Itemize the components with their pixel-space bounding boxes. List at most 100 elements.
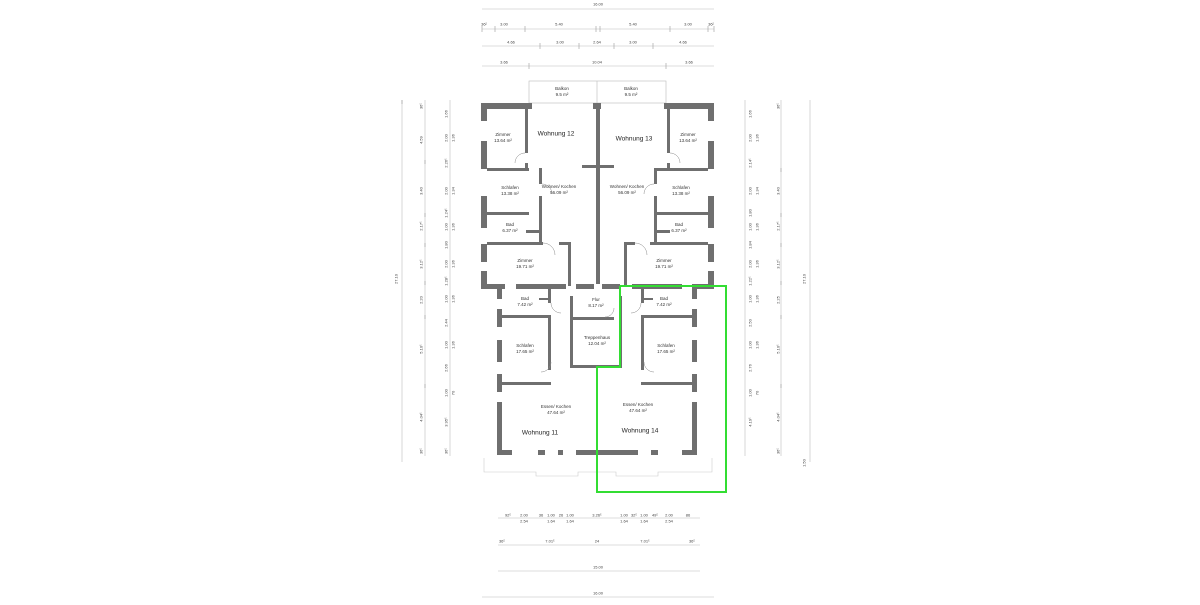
dimension-label: 36⁵ (443, 447, 449, 455)
dimension-label: 1.64 (547, 518, 555, 524)
dimension-label: 2.44 (443, 319, 449, 327)
dimension-label: 1.00 (747, 389, 753, 397)
dimension-label: 24 (594, 538, 600, 544)
dimension-label: 5.40 (555, 21, 563, 27)
dimension-label: 3.12⁵ (775, 259, 781, 269)
walls (481, 103, 714, 455)
room-name: Bad (505, 222, 515, 228)
dimension-label: 92⁵ (504, 512, 512, 518)
dimension-label: 3.26⁵ (592, 512, 602, 518)
dimension-label: 2.17⁵ (418, 221, 424, 231)
dimension-label: 4.19⁵ (747, 417, 753, 427)
room-name: Schlafen (516, 343, 534, 349)
dimension-label: 2.00 (747, 134, 753, 142)
room-area: 6.37 m² (502, 228, 518, 233)
room-name: Bad (659, 296, 669, 302)
dimension-label: 1.36 (754, 295, 760, 303)
dimension-label: 7.01⁵ (640, 538, 650, 544)
room-area: 13.64 m² (679, 138, 697, 143)
dimension-label: 36⁵ (775, 447, 781, 455)
dimension-label: 3.66 (500, 59, 508, 65)
room-area: 56.09 m² (550, 190, 568, 195)
room-name: Schlafen (501, 185, 519, 191)
room-name: Wohnen/ Kochen (609, 184, 645, 190)
room-name: Zimmer (680, 132, 696, 138)
room-area: 6.37 m² (671, 228, 687, 233)
room-area: 13.64 m² (494, 138, 512, 143)
dimension-label: 2.17⁵ (775, 221, 781, 231)
dimension-label: 1.00 (443, 389, 449, 397)
dimension-label: 1.50 (801, 459, 807, 467)
dimension-label: 1.80 (747, 209, 753, 217)
dimension-label: 1.28⁵ (443, 276, 449, 286)
dimension-label: 36 (538, 512, 544, 518)
dimension-label: 1.00 (747, 295, 753, 303)
dimension-label: 27.10 (393, 273, 399, 285)
room-area: 9.5 m² (555, 92, 569, 97)
dimension-ticks (401, 26, 782, 388)
dimension-label: 1.36 (754, 341, 760, 349)
room-area: 7.42 m² (517, 302, 533, 307)
dimension-label: 2.25 (775, 296, 781, 304)
room-name: Treppenhaus (583, 335, 611, 341)
dimension-label: 1.24⁵ (443, 208, 449, 218)
dimension-label: 1.00 (566, 512, 574, 518)
room-area: 47.64 m² (629, 408, 647, 413)
dimension-label: 2.54 (520, 518, 528, 524)
apartment-label-wohnung-14: Wohnung 14 (621, 427, 659, 435)
room-area: 13.38 m² (501, 191, 519, 196)
room-area: 8.17 m² (588, 303, 604, 308)
dimension-label: 10.04 (591, 59, 603, 65)
dimension-label: 4.66 (679, 39, 687, 45)
dimension-label: 3.95⁵ (443, 417, 449, 427)
dimension-label: 36⁵ (418, 447, 424, 455)
dimension-label: 2.00 (443, 260, 449, 268)
room-name: Bad (674, 222, 684, 228)
room-area: 17.65 m² (657, 349, 675, 354)
dimension-label: 4.04⁵ (418, 412, 424, 422)
dimension-label: 1.22⁵ (747, 276, 753, 286)
dimension-label: 1.00 (620, 512, 628, 518)
dimension-label: 2.00 (520, 512, 528, 518)
dimension-label: 2.00 (665, 512, 673, 518)
dimension-label: 3.66 (685, 59, 693, 65)
room-area: 19.71 m² (516, 264, 534, 269)
dimension-label: 3.12⁵ (418, 259, 424, 269)
dimension-label: 32⁵ (630, 512, 638, 518)
dimension-label: 2.00 (747, 260, 753, 268)
dimension-lines (401, 8, 811, 598)
dimension-label: 3.40 (775, 187, 781, 195)
highlight-outline (596, 285, 727, 493)
apartment-label-wohnung-13: Wohnung 13 (615, 135, 653, 143)
dimension-label: 4.66 (507, 39, 515, 45)
dimension-label: 1.34 (754, 187, 760, 195)
dimension-label: 2.50 (747, 319, 753, 327)
dimension-label: 15.00 (592, 564, 604, 570)
room-name: Balkon (555, 86, 569, 92)
room-name: Zimmer (495, 132, 511, 138)
dimension-label: 2.14⁵ (747, 158, 753, 168)
dimension-label: 1.36 (754, 260, 760, 268)
dimension-label: 5.40 (629, 21, 637, 27)
dimension-label: 1.00 (747, 341, 753, 349)
dimension-label: 16.00 (592, 1, 604, 7)
apartment-label-wohnung-11: Wohnung 11 (521, 429, 559, 437)
dimension-label: 1.36 (450, 260, 456, 268)
dimension-label: 86 (685, 512, 691, 518)
dimension-label: 1.36 (450, 223, 456, 231)
dimension-label: 36⁵ (688, 538, 696, 544)
dimension-label: 36⁵ (418, 102, 424, 110)
dimension-label: 4.59 (418, 136, 424, 144)
dimension-label: 2.00 (747, 187, 753, 195)
balcony (528, 80, 667, 104)
